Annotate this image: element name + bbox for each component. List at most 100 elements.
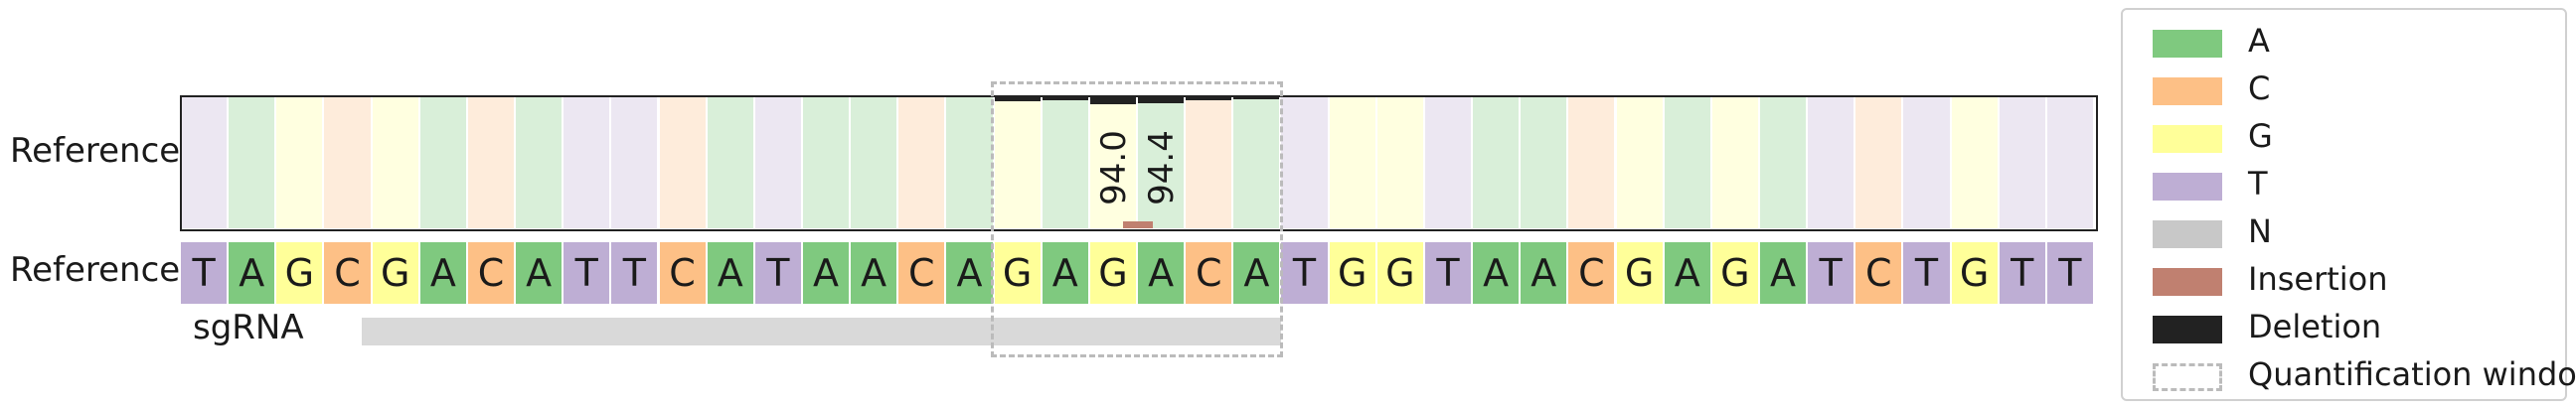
base-letter: A [1530, 251, 1557, 295]
legend-label: C [2248, 69, 2271, 107]
sequence-cell [516, 242, 563, 304]
sgrna-label: sgRNA [193, 308, 304, 347]
base-letter: C [334, 251, 361, 295]
legend-label: G [2248, 117, 2273, 155]
heatmap-cell [564, 96, 610, 228]
heatmap-cell [1281, 96, 1328, 228]
heatmap-cell [1424, 96, 1472, 228]
base-letter: G [1098, 251, 1128, 295]
heatmap-border [180, 95, 2098, 231]
legend-swatch [2153, 77, 2222, 105]
base-letter: A [239, 251, 265, 295]
base-letter: A [861, 251, 887, 295]
heatmap-cell [851, 96, 897, 228]
base-letter: T [574, 251, 598, 295]
sequence-cell [1281, 242, 1328, 304]
sequence-cell [1329, 242, 1375, 304]
heatmap-cell [1711, 96, 1758, 228]
base-letter: G [1002, 251, 1033, 295]
base-letter: G [380, 251, 410, 295]
base-letter: T [2058, 251, 2082, 295]
heatmap-cell [1951, 96, 1998, 228]
sequence-cell [1089, 242, 1136, 304]
sequence-cell [994, 242, 1041, 304]
heatmap-cell [1855, 96, 1902, 228]
legend-swatch [2153, 30, 2222, 58]
legend-label: Quantification window [2248, 355, 2576, 393]
sequence-cell [276, 242, 323, 304]
heatmap-cell [276, 96, 323, 228]
base-letter: T [2011, 251, 2034, 295]
heatmap-cell [1042, 96, 1088, 228]
legend-label: A [2248, 22, 2270, 60]
heatmap-cell [994, 96, 1041, 228]
sequence-cell [1424, 242, 1472, 304]
legend-item: C [2123, 69, 2560, 111]
sequence-cell [1042, 242, 1088, 304]
quantification-window-box [990, 81, 1284, 357]
legend-swatch [2153, 316, 2222, 343]
sequence-cell [1473, 242, 1520, 304]
heatmap-cell [611, 96, 658, 228]
legend-label: Deletion [2248, 308, 2382, 345]
legend-item: Quantification window [2123, 355, 2576, 397]
sequence-cell [1521, 242, 1567, 304]
sequence-cell [324, 242, 371, 304]
sequence-cell [419, 242, 466, 304]
base-letter: A [1483, 251, 1510, 295]
heatmap-cell [1186, 96, 1232, 228]
base-letter: T [1292, 251, 1317, 295]
sequence-cell [1759, 242, 1807, 304]
heatmap-cell [1138, 96, 1185, 228]
heatmap-cell [946, 96, 993, 228]
base-letter: A [956, 251, 983, 295]
heatmap-cell [1808, 96, 1854, 228]
sequence-cell [1568, 242, 1615, 304]
reference-heatmap-label: Reference [10, 131, 181, 171]
legend-item: T [2123, 165, 2560, 206]
base-letter: G [1720, 251, 1750, 295]
sequence-cell [1951, 242, 1998, 304]
base-letter: A [1243, 251, 1270, 295]
legend-swatch [2153, 268, 2222, 296]
base-letter: T [1436, 251, 1460, 295]
heatmap-cell [372, 96, 418, 228]
base-letter: C [669, 251, 696, 295]
sequence-cell [754, 242, 801, 304]
heatmap-cell [1473, 96, 1520, 228]
heatmap-cell [1568, 96, 1615, 228]
heatmap-cell [754, 96, 801, 228]
base-letter: G [1337, 251, 1368, 295]
heatmap-cell [2046, 96, 2093, 228]
sequence-cell [611, 242, 658, 304]
legend-item: Insertion [2123, 260, 2560, 302]
sequence-cell [372, 242, 418, 304]
sequence-cell [898, 242, 945, 304]
base-letter: A [1770, 251, 1796, 295]
sequence-cell [946, 242, 993, 304]
sequence-cell [1186, 242, 1232, 304]
legend-item: A [2123, 22, 2560, 64]
sequence-cell [467, 242, 515, 304]
legend-label: T [2248, 165, 2268, 203]
sequence-cell [659, 242, 706, 304]
heatmap-cell [659, 96, 706, 228]
deletion-mark [1089, 96, 1136, 104]
base-letter: A [813, 251, 839, 295]
base-letter: A [1148, 251, 1175, 295]
insertion-mark [1122, 221, 1154, 228]
base-letter: G [1624, 251, 1655, 295]
deletion-mark [994, 96, 1041, 102]
sequence-cell [1999, 242, 2045, 304]
heatmap-cell [1759, 96, 1807, 228]
sequence-cell [2046, 242, 2093, 304]
heatmap-cell [229, 96, 275, 228]
base-letter: C [477, 251, 505, 295]
sequence-cell [1903, 242, 1950, 304]
base-letter: C [908, 251, 935, 295]
legend-swatch [2153, 173, 2222, 201]
base-letter: T [1819, 251, 1843, 295]
base-letter: T [192, 251, 216, 295]
base-letter: A [1051, 251, 1078, 295]
